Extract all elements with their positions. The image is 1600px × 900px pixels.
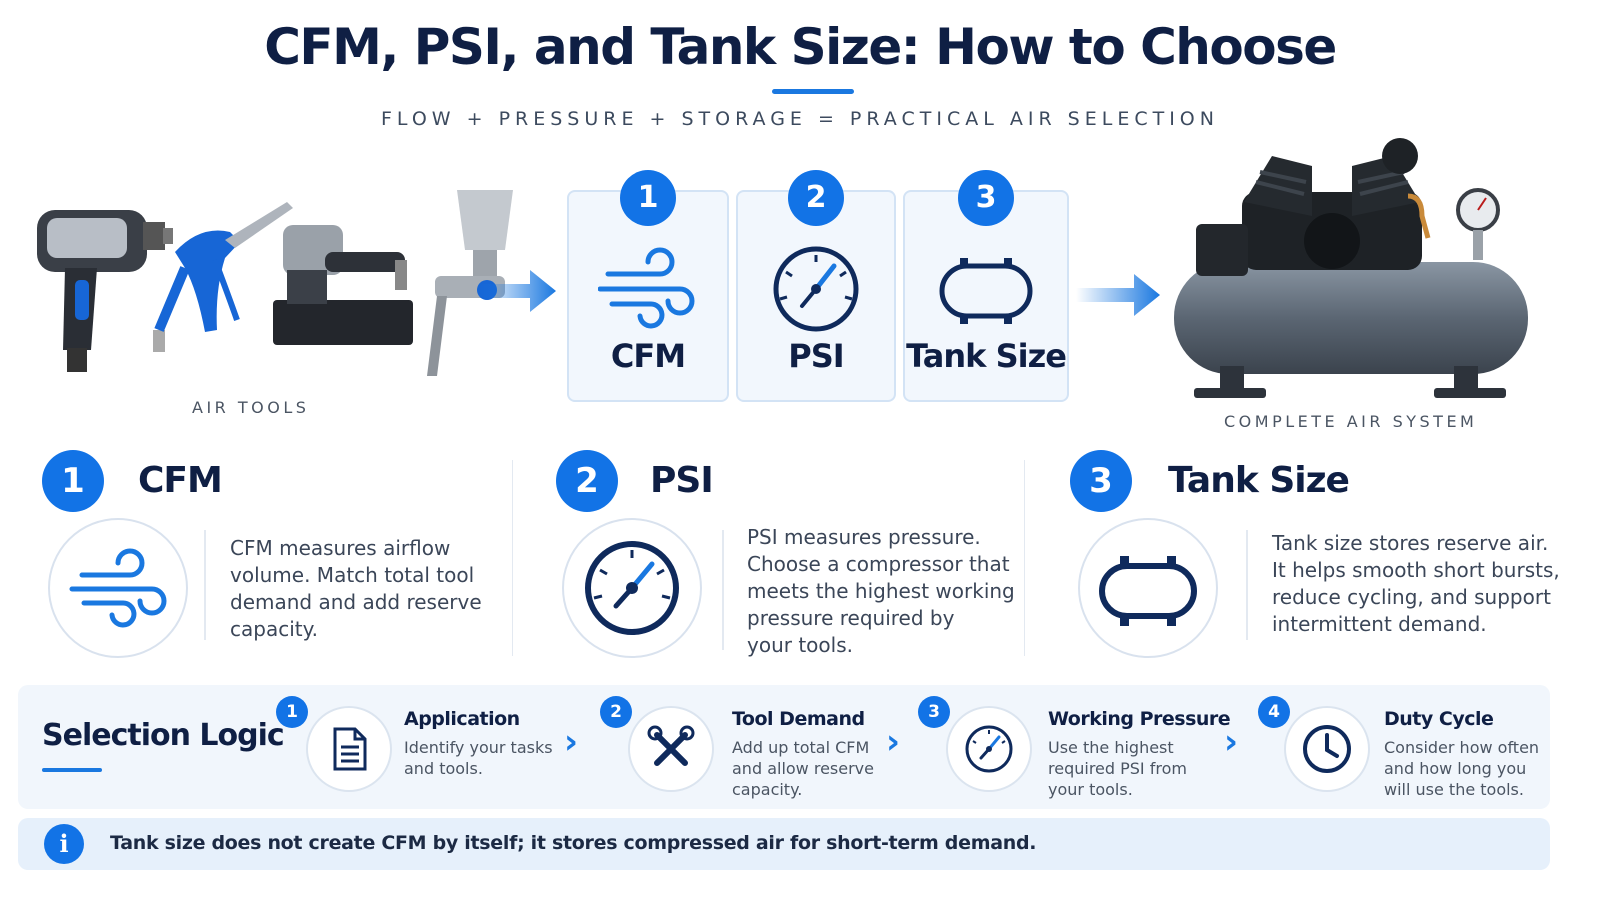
arrow-right-icon bbox=[478, 270, 556, 312]
info-note-text: Tank size does not create CFM by itself;… bbox=[110, 832, 1037, 854]
step-number-badge: 1 bbox=[276, 696, 308, 728]
column-divider bbox=[512, 460, 513, 656]
step-title: Tool Demand bbox=[732, 708, 865, 730]
section-text-tank-size: Tank size stores reserve air.It helps sm… bbox=[1272, 531, 1560, 636]
section-number-badge: 2 bbox=[556, 450, 618, 512]
section-icon-circle bbox=[1078, 518, 1218, 658]
document-icon bbox=[333, 727, 367, 771]
step-icon-circle bbox=[628, 706, 714, 792]
step-number-badge: 3 bbox=[958, 170, 1014, 226]
info-icon: i bbox=[44, 824, 84, 864]
selection-logic-title: Selection Logic bbox=[42, 718, 285, 753]
air-tools-illustration bbox=[37, 190, 513, 376]
section-divider bbox=[722, 530, 724, 650]
section-divider bbox=[1246, 530, 1248, 640]
step-title: Application bbox=[404, 708, 520, 730]
step-icon-circle bbox=[946, 706, 1032, 792]
blow-gun-icon bbox=[153, 202, 293, 352]
chevron-right-icon: › bbox=[1224, 722, 1239, 762]
chevron-right-icon: › bbox=[564, 722, 579, 762]
step-icon-circle bbox=[1284, 706, 1370, 792]
concept-card-tank-size: 3 Tank Size bbox=[903, 170, 1069, 402]
step-number-badge: 1 bbox=[620, 170, 676, 226]
step-title: Duty Cycle bbox=[1384, 708, 1494, 730]
section-icon-circle bbox=[562, 518, 702, 658]
section-divider bbox=[204, 530, 206, 640]
step-number-badge: 4 bbox=[1258, 696, 1290, 728]
concept-card-psi: 2 PSI bbox=[736, 170, 896, 402]
gauge-icon bbox=[965, 725, 1013, 773]
page-title: CFM, PSI, and Tank Size: How to Choose bbox=[264, 18, 1337, 76]
complete-air-system-caption: COMPLETE AIR SYSTEM bbox=[1224, 412, 1478, 431]
info-note-bar bbox=[18, 818, 1550, 870]
section-number-badge: 3 bbox=[1070, 450, 1132, 512]
tank-icon bbox=[939, 258, 1033, 324]
concept-label: Tank Size bbox=[906, 337, 1067, 375]
section-title-cfm: CFM bbox=[138, 460, 223, 501]
title-underline bbox=[772, 89, 854, 94]
impact-wrench-icon bbox=[37, 210, 173, 372]
column-divider bbox=[1024, 460, 1025, 656]
section-number-badge: 1 bbox=[42, 450, 104, 512]
airflow-icon bbox=[69, 548, 167, 628]
clock-icon bbox=[1303, 725, 1351, 773]
nail-gun-icon bbox=[273, 225, 413, 345]
tools-icon bbox=[647, 725, 695, 766]
step-number-badge: 2 bbox=[600, 696, 632, 728]
section-text-psi: PSI measures pressure.Choose a compresso… bbox=[747, 525, 1015, 657]
concept-label: CFM bbox=[610, 337, 686, 375]
section-title-tank-size: Tank Size bbox=[1168, 460, 1350, 501]
chevron-right-icon: › bbox=[886, 722, 901, 762]
section-title-psi: PSI bbox=[650, 460, 714, 501]
tank-icon bbox=[1099, 556, 1197, 626]
step-number-badge: 2 bbox=[788, 170, 844, 226]
pressure-gauge-icon bbox=[773, 246, 859, 332]
page-subtitle: FLOW + PRESSURE + STORAGE = PRACTICAL AI… bbox=[381, 108, 1219, 130]
selection-logic-underline bbox=[42, 768, 102, 772]
section-icon-circle bbox=[48, 518, 188, 658]
concept-label: PSI bbox=[788, 337, 844, 375]
arrow-right-icon bbox=[1076, 274, 1160, 316]
concept-card-cfm: 1 CFM bbox=[567, 170, 729, 402]
air-compressor-illustration bbox=[1174, 138, 1528, 398]
step-number-badge: 3 bbox=[918, 696, 950, 728]
step-title: Working Pressure bbox=[1048, 708, 1231, 730]
pressure-gauge-icon bbox=[585, 541, 679, 635]
air-tools-caption: AIR TOOLS bbox=[192, 398, 310, 417]
airflow-icon bbox=[598, 247, 695, 329]
step-icon-circle bbox=[306, 706, 392, 792]
